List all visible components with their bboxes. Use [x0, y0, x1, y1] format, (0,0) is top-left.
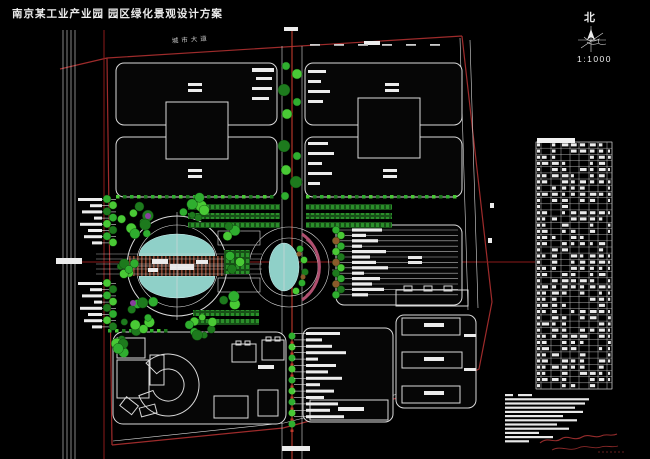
- drawing-title: 南京某工业产业园 园区绿化景观设计方案: [12, 7, 223, 20]
- plant-schedule-table: [535, 138, 613, 390]
- street-tree-rows: [108, 195, 457, 333]
- bottom-center-labels: [294, 332, 346, 419]
- top-road-label: 城市大道: [172, 33, 211, 45]
- north-pointer: [587, 29, 595, 40]
- bottom-center-block: [302, 327, 394, 423]
- top-road-dashes: [310, 44, 440, 46]
- east-leader-labels: [332, 225, 458, 299]
- parking-hedges: [188, 204, 392, 325]
- building-label-mark: [424, 391, 444, 395]
- north-arrow: 北 1:1000: [577, 10, 612, 64]
- scale-label: 1:1000: [577, 54, 612, 64]
- parking-row: [217, 277, 261, 293]
- building-label-mark: [188, 83, 202, 86]
- road-name-glyph: [490, 203, 494, 208]
- road-name-glyph: [488, 238, 492, 243]
- axis-label-bar: [56, 258, 82, 264]
- bottom-right-block: [395, 314, 477, 409]
- building-label-mark: [385, 83, 399, 86]
- upper-left-block: [115, 62, 278, 198]
- building-label-mark: [383, 169, 397, 172]
- flower-arc: [301, 232, 321, 302]
- west-road-labels: [78, 194, 118, 331]
- building-label-mark: [424, 323, 444, 327]
- central-plaza: [96, 212, 262, 320]
- plaza-sculpture: [170, 264, 194, 270]
- roundabout-trees: [225, 245, 309, 295]
- building-label-mark: [424, 357, 444, 361]
- roundabout: [224, 226, 330, 308]
- tree-clusters: [110, 192, 241, 358]
- scale-bar: [282, 446, 310, 451]
- watermark-signature: [539, 433, 626, 453]
- building-label-mark: [338, 407, 364, 411]
- notes-lines: [505, 394, 589, 443]
- central-road-planting: [277, 61, 303, 432]
- north-label: 北: [584, 10, 595, 24]
- building-label-mark: [408, 256, 422, 259]
- upper-right-block: [304, 62, 463, 198]
- building-label-mark: [188, 169, 202, 172]
- amphitheater-building: [138, 353, 200, 417]
- bottom-left-block: [112, 331, 287, 425]
